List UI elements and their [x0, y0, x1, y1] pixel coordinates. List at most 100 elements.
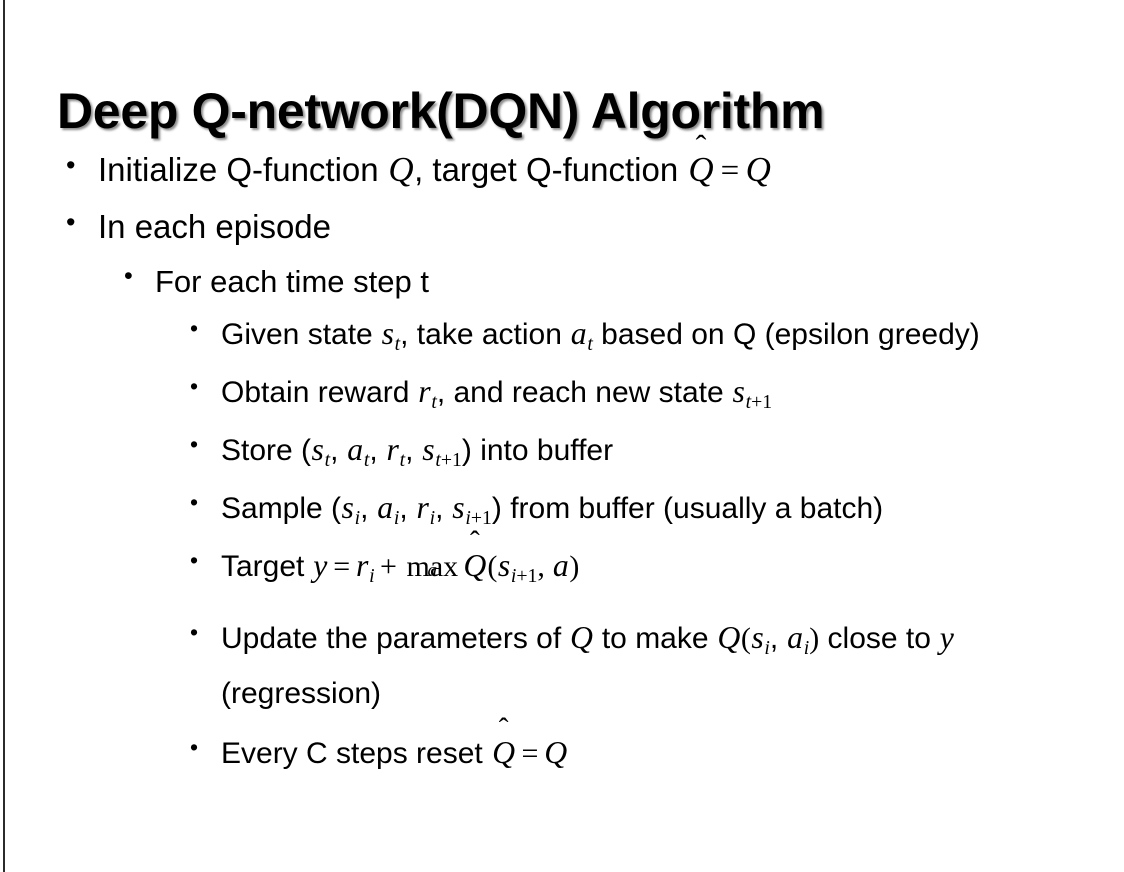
bullet-dot-icon: • [190, 430, 199, 457]
list-item-given-state: • Given state st, take action at based o… [0, 311, 1124, 367]
list-item-text: Sample (si, ai, ri, si+1) from buffer (u… [221, 485, 1100, 541]
math-symbol-r: r [416, 489, 429, 525]
math-symbol-q-hat: ̂Q [491, 730, 516, 775]
text-comma: , [330, 433, 347, 467]
math-subscript-t: t [431, 390, 437, 413]
math-symbol-q: Q [388, 150, 414, 189]
math-symbol-r: r [356, 547, 369, 583]
subscript-index: i [510, 564, 517, 587]
math-symbol-r: r [386, 431, 399, 467]
math-symbol-a: a [377, 489, 394, 525]
math-symbol-s: s [497, 547, 511, 583]
list-item-text: Store (st, at, rt, st+1) into buffer [221, 427, 1100, 483]
text-segment: close to [819, 621, 940, 655]
math-symbol-base: Q [492, 734, 516, 770]
math-symbol-base: Q [688, 150, 714, 189]
math-subscript-t: t [399, 448, 406, 471]
page-title: Deep Q-network(DQN) Algorithm [57, 82, 825, 139]
text-comma: , [399, 491, 417, 525]
subscript-index: t [435, 448, 441, 471]
math-operator-equals: = [720, 153, 740, 189]
math-symbol-q-hat: ̂Q [687, 146, 714, 194]
text-segment: ) into buffer [461, 433, 614, 467]
text-comma: , [360, 491, 377, 525]
list-item-text: Update the parameters of Q to make Q(si,… [221, 615, 1100, 716]
math-paren-open: ( [740, 621, 751, 655]
bullet-dot-icon: • [190, 488, 199, 515]
list-item-update-parameters: • Update the parameters of Q to make Q(s… [0, 615, 1124, 716]
math-symbol-y: y [939, 619, 954, 655]
slide-left-border [3, 0, 5, 872]
list-item-text: Obtain reward rt, and reach new state st… [221, 369, 1100, 425]
math-paren-close: ) [569, 549, 580, 583]
text-segment: Obtain reward [221, 375, 418, 409]
text-segment: , and reach new state [436, 375, 733, 409]
math-subscript-t: t [324, 448, 331, 471]
text-segment: based on Q (epsilon greedy) [592, 318, 980, 351]
math-subscript-t: t [394, 332, 401, 355]
text-segment: Sample ( [221, 491, 342, 525]
bullet-dot-icon: • [190, 315, 199, 341]
text-segment: Store ( [221, 433, 312, 467]
subscript-offset: +1 [516, 564, 538, 587]
max-label: max [406, 549, 459, 583]
bullet-dot-icon: • [190, 372, 199, 399]
text-segment: Update the parameters of [221, 621, 570, 655]
list-item-initialize: • Initialize Q-function Q, target Q-func… [0, 146, 1124, 195]
list-item-text: For each time step t [155, 264, 429, 299]
algorithm-bullet-list: • Initialize Q-function Q, target Q-func… [0, 146, 1124, 778]
math-subscript-i: i [369, 564, 375, 587]
bullet-dot-icon: • [190, 733, 199, 760]
text-comma: , [435, 491, 452, 525]
math-operator-plus: + [380, 549, 397, 583]
list-item-text: Target y=ri+maxâQ(si+1, a) [221, 543, 1100, 599]
list-item-text: Every C steps reset ̂Q=Q [221, 730, 1100, 776]
text-comma: , [537, 549, 553, 583]
math-symbol-a: a [787, 619, 803, 655]
text-segment: Every C steps reset [221, 736, 492, 770]
math-symbol-q: Q [570, 619, 593, 655]
math-subscript-i: i [764, 636, 770, 659]
list-item-in-each-episode: • In each episode [0, 203, 1124, 251]
list-item-store-tuple: • Store (st, at, rt, st+1) into buffer [0, 427, 1124, 483]
text-comma: , [769, 621, 787, 655]
math-symbol-a: a [347, 431, 364, 467]
math-symbol-a: a [570, 316, 587, 351]
math-subscript-i-plus-1: i+1 [465, 507, 492, 529]
list-item-obtain-reward: • Obtain reward rt, and reach new state … [0, 369, 1124, 425]
math-operator-equals: = [521, 736, 539, 770]
math-subscript-i: i [429, 506, 436, 529]
math-subscript-t: t [363, 448, 370, 471]
bullet-dot-icon: • [124, 262, 133, 290]
subscript-offset: +1 [470, 506, 492, 529]
math-symbol-q-hat: ̂Q [462, 543, 487, 588]
math-symbol-q2: Q [717, 619, 741, 655]
list-item-text: In each episode [98, 208, 332, 245]
text-segment: Given state [221, 318, 382, 351]
text-comma: , [369, 433, 387, 467]
math-subscript-t-plus-1: t+1 [745, 390, 773, 413]
text-segment: (regression) [221, 676, 382, 710]
math-symbol-s2: s [422, 431, 435, 467]
list-item-text: Given state st, take action at based on … [221, 311, 1100, 367]
math-symbol-a: a [552, 547, 569, 583]
subscript-index: i [465, 506, 471, 529]
math-symbol-q: Q [544, 734, 568, 770]
math-subscript-t: t [587, 332, 593, 355]
list-item-target-equation: • Target y=ri+maxâQ(si+1, a) [0, 543, 1124, 599]
text-segment: Target [221, 549, 313, 583]
math-paren-open: ( [487, 549, 498, 583]
text-comma: , [405, 433, 422, 467]
math-symbol-y: y [313, 547, 328, 583]
list-item-text: Initialize Q-function Q, target Q-functi… [98, 146, 1124, 195]
math-subscript-i: i [393, 506, 400, 529]
math-symbol-s: s [311, 431, 324, 467]
math-symbol-base: Q [463, 547, 487, 583]
subscript-offset: +1 [751, 390, 773, 413]
math-subscript-t-plus-1: t+1 [435, 449, 462, 471]
list-item-for-each-time-step: • For each time step t [0, 259, 1124, 305]
bullet-dot-icon: • [66, 150, 76, 180]
text-segment: to make [593, 621, 717, 655]
